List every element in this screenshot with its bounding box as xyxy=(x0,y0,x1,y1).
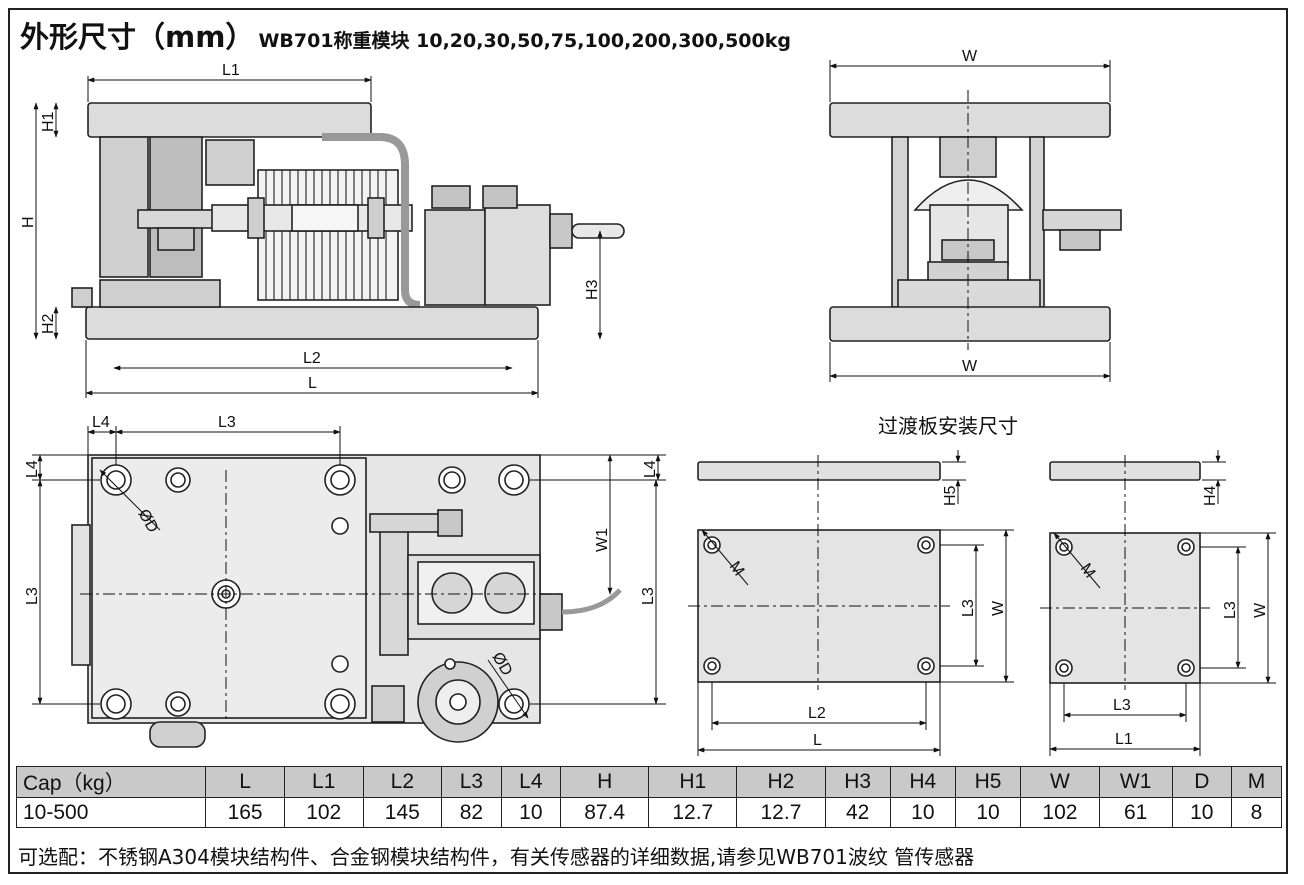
dim-L: L xyxy=(308,375,317,392)
dim-L3-adapter-left: L3 xyxy=(960,599,977,617)
spec-header-cell: H xyxy=(560,766,650,798)
dim-W1: W1 xyxy=(594,528,611,552)
dim-H1: H1 xyxy=(40,111,57,132)
dim-L4-right: L4 xyxy=(642,460,659,478)
dim-L2: L2 xyxy=(303,350,321,367)
dim-W-top: W xyxy=(962,48,978,65)
spec-header-cell: H1 xyxy=(648,766,738,798)
spec-cell: 61 xyxy=(1098,797,1173,828)
spec-cell: 10 xyxy=(889,797,956,828)
options-note: 可选配：不锈钢A304模块结构件、合金钢模块结构件，有关传感器的详细数据,请参见… xyxy=(18,845,975,869)
dim-L-adapter: L xyxy=(813,732,822,749)
spec-cell: 10 xyxy=(500,797,562,828)
title-main: 外形尺寸（mm） xyxy=(20,20,255,54)
dim-L1: L1 xyxy=(222,62,240,79)
front-view-labels: L1 H H1 H2 H3 L2 L xyxy=(20,62,601,392)
spec-header-cell: L1 xyxy=(283,766,364,798)
dim-L4-left: L4 xyxy=(24,460,41,478)
adapter-plate-title: 过渡板安装尺寸 xyxy=(878,414,1018,438)
dim-L3-adapter-right-v: L3 xyxy=(1222,601,1239,619)
dim-L3-adapter-right-h: L3 xyxy=(1113,697,1131,714)
dim-H2: H2 xyxy=(40,313,57,334)
dim-W-bottom: W xyxy=(962,358,978,375)
spec-cell: 8 xyxy=(1231,797,1282,828)
spec-cell: 10-500 xyxy=(15,797,207,828)
spec-header-cell: H4 xyxy=(889,766,956,798)
dim-L3-right: L3 xyxy=(640,587,657,605)
spec-cell: 10 xyxy=(954,797,1022,828)
dim-L1-adapter: L1 xyxy=(1115,731,1133,748)
spec-header-cell: H2 xyxy=(736,766,826,798)
spec-header-cell: M xyxy=(1231,766,1282,798)
spec-header-cell: L2 xyxy=(362,766,443,798)
spec-table: Cap（kg） L L1 L2 L3 L4 H H1 H2 H3 H4 H5 W… xyxy=(15,766,1282,828)
spec-cell: 42 xyxy=(824,797,891,828)
side-view xyxy=(829,102,1122,342)
spec-header-cell: W xyxy=(1020,766,1100,798)
spec-header-cell: L4 xyxy=(500,766,562,798)
spec-cell: 145 xyxy=(362,797,443,828)
side-view-dimensions xyxy=(829,60,1111,382)
plan-view xyxy=(71,454,622,748)
front-view xyxy=(71,102,625,340)
spec-header-cell: H5 xyxy=(954,766,1022,798)
spec-cell: 12.7 xyxy=(648,797,738,828)
spec-cell: 87.4 xyxy=(560,797,650,828)
title-sub: WB701称重模块 10,20,30,50,75,100,200,300,500… xyxy=(258,30,791,52)
dim-W-adapter-right: W xyxy=(1252,602,1269,618)
page-title: 外形尺寸（mm）WB701称重模块 10,20,30,50,75,100,200… xyxy=(20,14,791,56)
front-view-dimensions xyxy=(33,76,603,398)
spec-cell: 102 xyxy=(283,797,364,828)
spec-header-cell: Cap（kg） xyxy=(15,766,207,798)
spec-header-cell: D xyxy=(1171,766,1233,798)
adapter-left-labels: H5 M L3 W L2 L xyxy=(726,485,1007,749)
dim-H3: H3 xyxy=(584,279,601,300)
spec-cell: 82 xyxy=(441,797,502,828)
spec-header-cell: L xyxy=(205,766,285,798)
spec-cell: 165 xyxy=(205,797,285,828)
spec-cell: 12.7 xyxy=(736,797,826,828)
spec-data-row: 10-500 165 102 145 82 10 87.4 12.7 12.7 … xyxy=(15,797,1282,828)
drawing-frame xyxy=(8,8,1288,874)
dim-H: H xyxy=(20,216,37,228)
adapter-left-dimensions xyxy=(688,450,1014,756)
side-view-labels: W W xyxy=(962,48,978,375)
dim-L4: L4 xyxy=(92,414,110,431)
plan-view-dimensions xyxy=(32,426,666,720)
spec-header-row: Cap（kg） L L1 L2 L3 L4 H H1 H2 H3 H4 H5 W… xyxy=(15,766,1282,798)
spec-header-cell: H3 xyxy=(824,766,891,798)
dim-H4: H4 xyxy=(1202,485,1219,506)
adapter-right-dimensions xyxy=(1040,450,1276,756)
plan-view-labels: L4 L3 L4 L3 L4 W1 L3 ØD ØD xyxy=(24,414,659,679)
dim-L2-adapter: L2 xyxy=(808,705,826,722)
spec-cell: 10 xyxy=(1171,797,1233,828)
dim-L3-top: L3 xyxy=(218,414,236,431)
dim-L3-left: L3 xyxy=(24,587,41,605)
spec-cell: 102 xyxy=(1020,797,1100,828)
spec-header-cell: W1 xyxy=(1098,766,1173,798)
dim-H5: H5 xyxy=(942,485,959,506)
dim-W-adapter-left: W xyxy=(990,600,1007,616)
spec-header-cell: L3 xyxy=(441,766,502,798)
